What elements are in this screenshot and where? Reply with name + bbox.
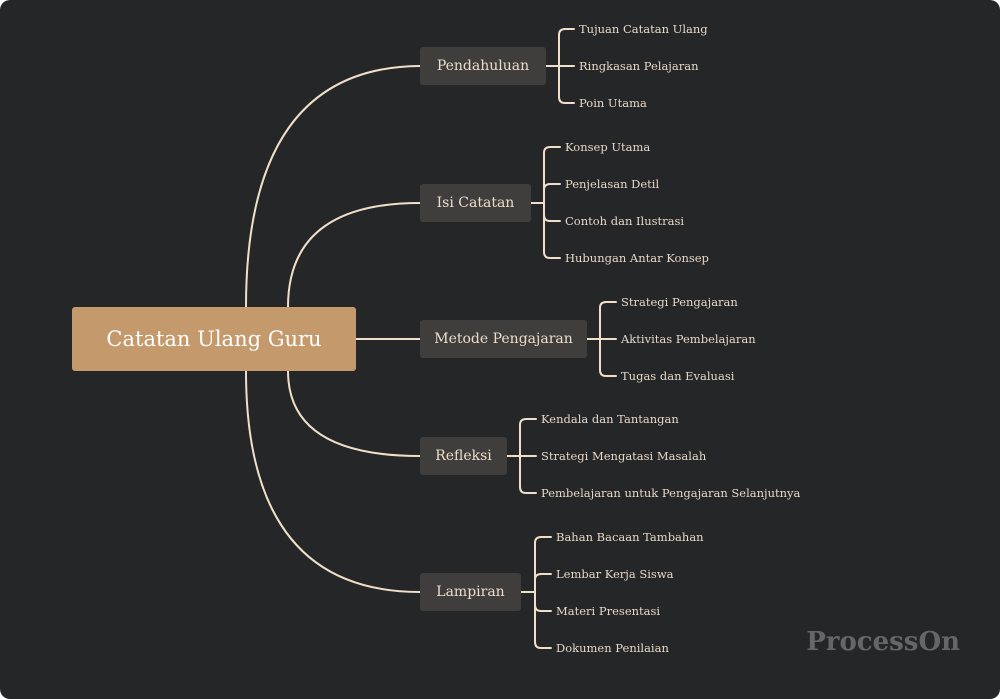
subtopic-item[interactable]: Hubungan Antar Konsep [565, 251, 709, 265]
branch-topic-label: Pendahuluan [436, 58, 530, 74]
subtopic-item[interactable]: Penjelasan Detil [565, 177, 660, 191]
subtopic-item[interactable]: Contoh dan Ilustrasi [565, 214, 685, 228]
connector-line [558, 28, 575, 36]
connector-line [287, 202, 421, 308]
connector-line [534, 604, 552, 612]
root-topic-label: Catatan Ulang Guru [106, 327, 322, 351]
subtopic-item[interactable]: Pembelajaran untuk Pengajaran Selanjutny… [541, 486, 801, 500]
subtopic-item[interactable]: Tujuan Catatan Ulang [579, 22, 708, 36]
subtopic-item[interactable]: Poin Utama [579, 96, 647, 110]
connector-line [534, 641, 552, 649]
branch-topic-label: Isi Catatan [436, 195, 515, 211]
connector-line [543, 251, 561, 259]
connector-line [599, 369, 617, 377]
connector-line [245, 370, 421, 593]
branch-topic[interactable]: Lampiran [420, 573, 521, 611]
subtopic-item[interactable]: Lembar Kerja Siswa [556, 567, 674, 581]
connector-line [543, 214, 561, 222]
branch-topic-label: Refleksi [435, 448, 492, 464]
connector-line [287, 370, 421, 457]
subtopic-item[interactable]: Dokumen Penilaian [556, 641, 669, 655]
subtopic-item[interactable]: Ringkasan Pelajaran [579, 59, 699, 73]
subtopic-item[interactable]: Kendala dan Tantangan [541, 412, 679, 426]
connector-line [519, 418, 537, 426]
connector-line [558, 96, 575, 104]
subtopic-item[interactable]: Bahan Bacaan Tambahan [556, 530, 704, 544]
branch-topic-label: Metode Pengajaran [434, 331, 573, 347]
branch-topic[interactable]: Pendahuluan [420, 47, 546, 85]
subtopic-item[interactable]: Tugas dan Evaluasi [621, 369, 735, 383]
subtopic-item[interactable]: Strategi Pengajaran [621, 295, 738, 309]
connector-line [534, 573, 552, 581]
connector-line [245, 65, 421, 308]
branch-topic[interactable]: Metode Pengajaran [420, 320, 587, 358]
root-topic[interactable]: Catatan Ulang Guru [72, 307, 356, 371]
subtopic-item[interactable]: Konsep Utama [565, 140, 651, 154]
subtopic-item[interactable]: Materi Presentasi [556, 604, 661, 618]
connector-line [519, 486, 537, 494]
subtopic-item[interactable]: Aktivitas Pembelajaran [621, 332, 756, 346]
connector-line [534, 536, 552, 544]
subtopic-item[interactable]: Strategi Mengatasi Masalah [541, 449, 707, 463]
branch-topic[interactable]: Isi Catatan [420, 184, 531, 222]
processon-watermark: ProcessOn [806, 627, 960, 657]
branch-topic-label: Lampiran [436, 584, 505, 600]
connector-line [543, 183, 561, 191]
connector-line [543, 146, 561, 154]
branch-topic[interactable]: Refleksi [420, 437, 507, 475]
connector-line [599, 301, 617, 309]
